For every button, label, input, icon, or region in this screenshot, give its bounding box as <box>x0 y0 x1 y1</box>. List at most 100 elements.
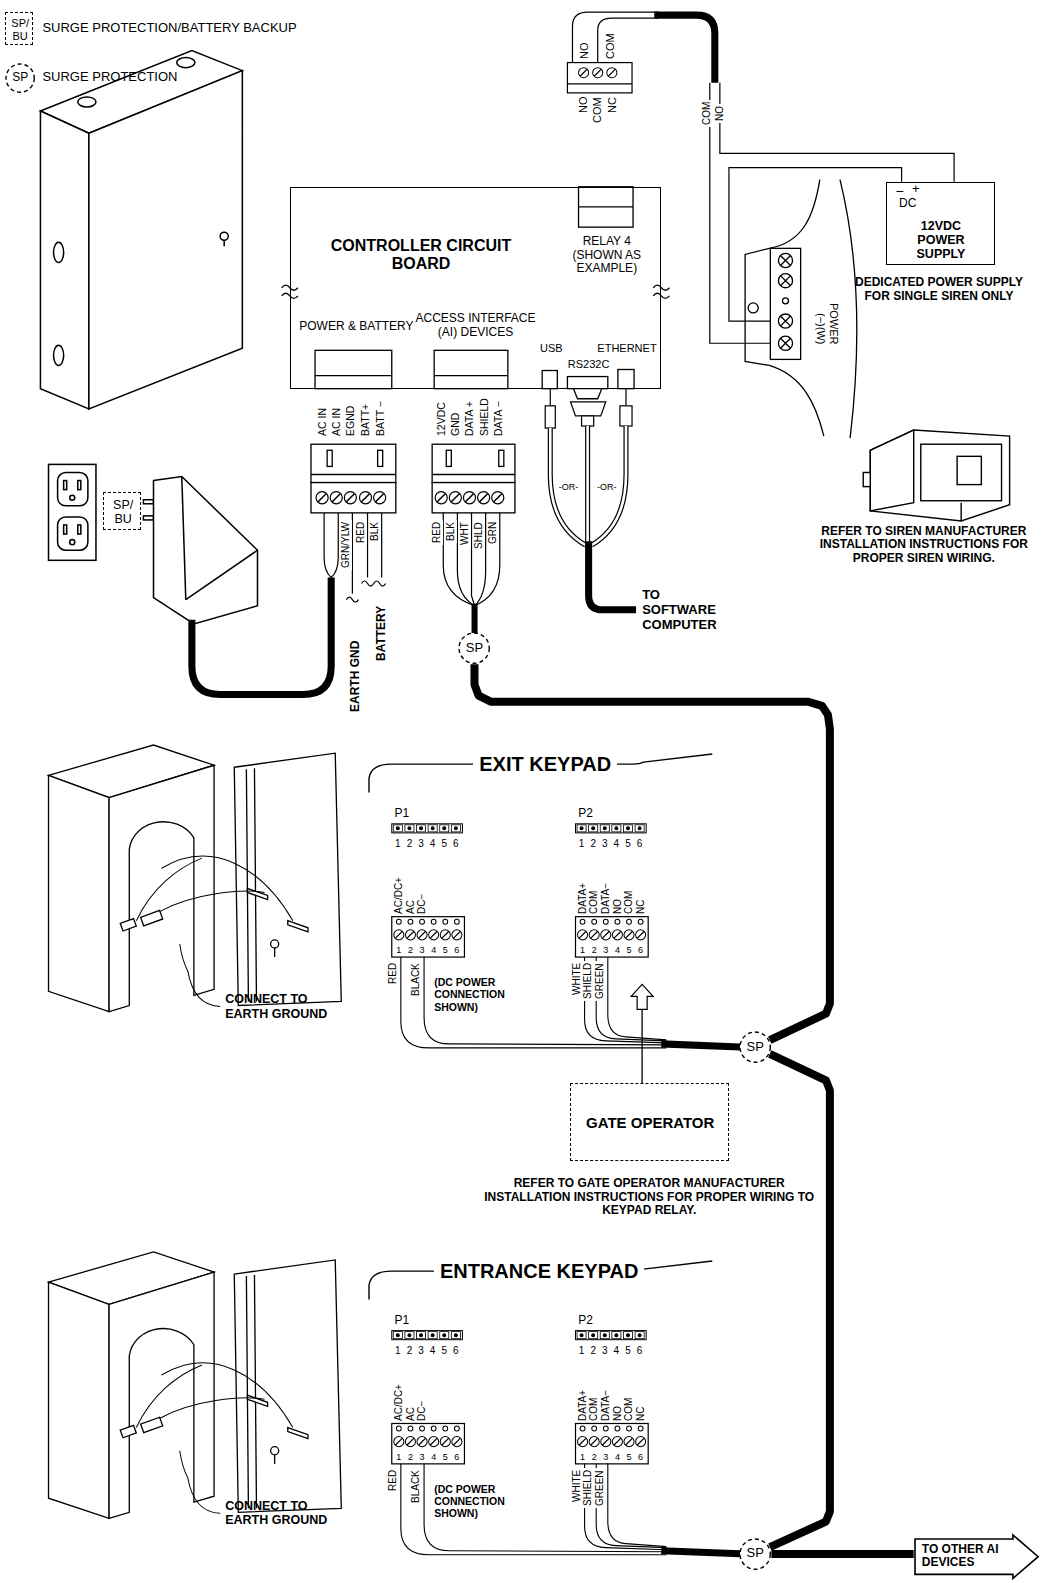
wiring-label: 5 <box>625 838 631 850</box>
node-text: GATE OPERATOR <box>586 1114 714 1131</box>
wall-outlet <box>64 525 67 534</box>
keypad-terminals <box>615 919 620 924</box>
terminal-plugs <box>478 492 490 504</box>
arrow-head <box>631 984 653 1009</box>
siren-mount <box>780 338 790 348</box>
siren-mount <box>778 314 792 328</box>
terminal-plugs <box>344 492 356 504</box>
wiring-label: DATA + <box>463 401 475 436</box>
keypad-housing <box>49 745 342 1012</box>
power-wires <box>367 513 368 578</box>
cable-connector <box>475 664 830 1040</box>
terminal-plugs <box>446 450 451 466</box>
terminal-plugs <box>311 444 396 482</box>
keypad-headers <box>392 824 463 833</box>
ai-wires <box>443 513 474 606</box>
node-text: + <box>912 182 920 197</box>
node-text: POWER & BATTERY <box>299 320 413 334</box>
power-wires <box>324 513 331 578</box>
terminal-plugs <box>463 492 475 504</box>
node-text: DC <box>899 197 916 211</box>
keypad-wires <box>424 957 666 1045</box>
wiring-label: 6 <box>637 838 643 850</box>
surge-protector-symbol: SP <box>739 1031 771 1063</box>
board-components <box>282 187 670 399</box>
keypad-headers <box>451 825 460 832</box>
node-text: SP <box>747 1040 764 1055</box>
power-wires <box>346 597 358 602</box>
terminal-plugs <box>499 450 504 466</box>
wiring-label: DC− <box>416 1400 428 1420</box>
board-components <box>573 389 601 399</box>
keypad-terminals <box>627 919 632 924</box>
cable-connector <box>771 1553 913 1554</box>
wiring-label: 3 <box>602 838 608 850</box>
wiring-label: DATA− <box>600 1390 612 1421</box>
wiring-label: 1 <box>580 1452 585 1462</box>
wiring-label: 3 <box>418 1345 424 1357</box>
keypad-headers <box>600 825 609 832</box>
component-box: −+DC12VDC POWER SUPPLY <box>886 182 994 265</box>
keypad-housing <box>136 856 292 921</box>
wiring-label: AC/DC+ <box>393 877 405 914</box>
continuation-arrow: TO OTHER AI DEVICES <box>914 1534 1039 1579</box>
plug-in-transformer <box>182 477 186 600</box>
wiring-label: DEDICATED POWER SUPPLY FOR SINGLE SIREN … <box>851 276 1028 304</box>
wiring-label: COM <box>604 33 617 59</box>
enclosure-drawing <box>54 345 64 365</box>
wiring-label: SHLD <box>473 520 485 551</box>
keypad-assembly <box>49 1252 741 1555</box>
keypad-headers <box>576 824 647 833</box>
terminal-plugs <box>311 474 396 475</box>
computer-cables <box>570 402 605 416</box>
wiring-label: DATA+ <box>577 883 589 914</box>
enclosure-drawing <box>78 97 96 107</box>
node-text: ENTRANCE KEYPAD <box>434 1260 645 1283</box>
wiring-label: WHT <box>459 520 471 547</box>
node-outline <box>740 1032 770 1062</box>
node-outline <box>915 1535 1038 1578</box>
plug-in-transformer <box>143 500 153 504</box>
keypad-terminals <box>417 930 427 940</box>
wiring-label: 1 <box>580 945 585 955</box>
plug-in-transformer <box>154 477 258 624</box>
wiring-label: RED <box>355 520 367 545</box>
board-components <box>579 206 634 207</box>
wall-outlet <box>64 481 67 490</box>
terminal-plugs <box>311 444 515 513</box>
plug-in-transformer <box>186 550 258 599</box>
terminal-plugs <box>330 492 342 504</box>
wiring-label: DATA − <box>492 401 504 436</box>
wiring-label: (DC POWER CONNECTION SHOWN) <box>434 976 540 1012</box>
legend-text: SURGE PROTECTION/BATTERY BACKUP <box>42 21 296 36</box>
siren-mount <box>745 180 857 438</box>
computer-cables <box>550 426 626 545</box>
wiring-label: 6 <box>638 945 643 955</box>
wiring-label: 5 <box>627 945 632 955</box>
node-text: SP <box>747 1546 764 1561</box>
wiring-label: AC/DC+ <box>393 1384 405 1421</box>
computer-cables <box>620 406 632 426</box>
siren-relay-wiring <box>593 68 603 78</box>
siren-relay-wiring <box>598 18 659 62</box>
board-components <box>579 187 634 227</box>
wiring-label: 4 <box>430 838 436 850</box>
siren-mount <box>840 180 857 438</box>
siren-mount <box>778 253 792 350</box>
keypad-terminals <box>601 930 611 940</box>
keypad-headers <box>623 825 632 832</box>
keypad-assembly <box>49 745 741 1048</box>
siren-mount <box>780 255 790 265</box>
computer-cables <box>589 541 636 610</box>
siren-relay-wiring <box>607 68 617 78</box>
terminal-plugs <box>359 492 371 504</box>
node-outline <box>740 1539 770 1569</box>
enclosure-drawing <box>54 242 64 262</box>
wiring-label: 2 <box>590 838 596 850</box>
wiring-label: RED <box>387 1468 399 1493</box>
board-components <box>282 285 670 298</box>
plug-in-transformer <box>143 516 153 520</box>
keypad-housing <box>247 888 267 899</box>
node-outline <box>6 64 34 92</box>
board-components <box>315 350 392 388</box>
